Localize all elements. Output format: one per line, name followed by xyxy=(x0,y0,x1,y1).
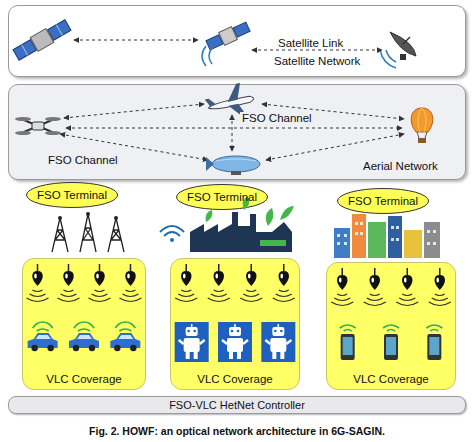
vlc-lamp xyxy=(208,264,230,302)
vlc-lamp xyxy=(175,264,197,302)
coverage-box: VLC Coverage xyxy=(326,262,456,390)
terminal-ellipse: FSO Terminal xyxy=(26,182,118,208)
vlc-lamp xyxy=(364,268,386,306)
vlc-lamp xyxy=(58,264,80,302)
coverage-box: VLC Coverage xyxy=(22,258,146,390)
terminal-ellipse: FSO Terminal xyxy=(176,184,268,210)
phone-icon xyxy=(426,325,442,360)
network-band: Satellite Network xyxy=(8,5,466,77)
node-text: VLC Coverage xyxy=(353,373,428,385)
node-text: FSO Terminal xyxy=(348,195,418,207)
vlc-lamp xyxy=(27,264,49,302)
node-text: Satellite Network xyxy=(274,55,361,67)
robot-icon xyxy=(175,322,209,362)
vlc-lamp xyxy=(429,268,451,306)
terminal-ellipse: FSO Terminal xyxy=(337,188,429,214)
vlc-lamp xyxy=(396,268,418,306)
phone-icon xyxy=(340,325,356,360)
link-label: Satellite Link xyxy=(276,37,345,49)
car-icon xyxy=(110,322,140,351)
vlc-lamp xyxy=(240,264,262,302)
controller-bar: FSO-VLC HetNet Controller xyxy=(8,396,466,414)
robot-icon xyxy=(218,322,252,362)
car-icon xyxy=(28,322,58,351)
channel-label: FSO Channel xyxy=(240,112,314,124)
vlc-lamp xyxy=(89,264,111,302)
node-text: Aerial Network xyxy=(363,160,439,172)
node-text: VLC Coverage xyxy=(46,373,121,385)
vlc-lamp xyxy=(273,264,295,302)
coverage-box: VLC Coverage xyxy=(170,258,300,390)
robot-icon xyxy=(261,322,295,362)
car-icon xyxy=(69,322,99,351)
phone-icon xyxy=(383,325,399,360)
node-text: FSO Terminal xyxy=(37,189,107,201)
vlc-lamp xyxy=(331,268,353,306)
vlc-lamp xyxy=(120,264,142,302)
figure-caption: Fig. 2. HOWF: an optical network archite… xyxy=(89,425,385,437)
node-text: VLC Coverage xyxy=(197,373,272,385)
node-text: FSO-VLC HetNet Controller xyxy=(169,399,305,411)
channel-label: FSO Channel xyxy=(46,154,120,166)
node-text: FSO Terminal xyxy=(187,191,257,203)
